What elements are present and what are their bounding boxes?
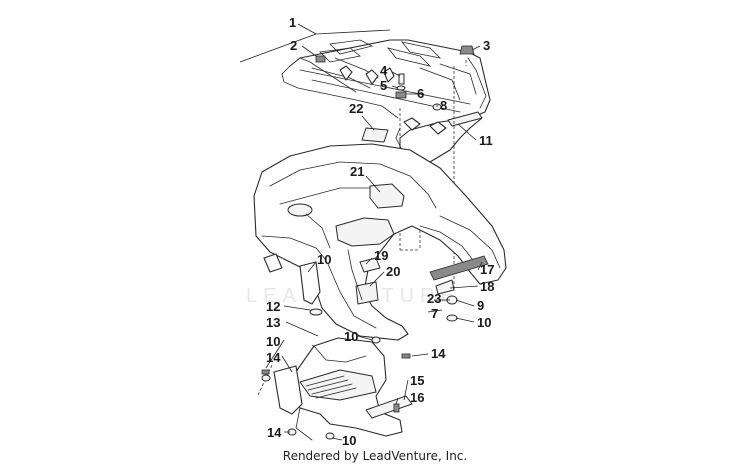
- callout-13: 13: [266, 315, 280, 330]
- callout-21: 21: [350, 164, 364, 179]
- callout-12: 12: [266, 299, 280, 314]
- callout-2: 2: [290, 38, 297, 53]
- rear-rack: [281, 39, 491, 163]
- callout-5: 5: [380, 78, 387, 93]
- hardware-top: [315, 45, 475, 143]
- callout-10: 10: [266, 334, 280, 349]
- callout-18: 18: [480, 279, 494, 294]
- callout-14: 14: [431, 346, 446, 361]
- callout-17: 17: [480, 262, 494, 277]
- callout-10: 10: [317, 252, 331, 267]
- callout-23: 23: [427, 291, 441, 306]
- callout-11: 11: [479, 133, 493, 148]
- footwell: [273, 337, 413, 441]
- rear-fender: [253, 143, 507, 341]
- leader-lines: [239, 23, 483, 441]
- callout-10: 10: [344, 329, 358, 344]
- hardware-bottom: [261, 369, 400, 440]
- callout-15: 15: [410, 373, 424, 388]
- hardware-mid: [309, 295, 458, 359]
- callout-9: 9: [477, 298, 484, 313]
- callout-8: 8: [440, 98, 447, 113]
- callout-1: 1: [289, 15, 296, 30]
- callout-20: 20: [386, 264, 400, 279]
- callout-6: 6: [417, 86, 424, 101]
- callout-22: 22: [349, 101, 363, 116]
- callout-16: 16: [410, 390, 424, 405]
- footer-credit: Rendered by LeadVenture, Inc.: [282, 449, 468, 463]
- callouts: 1 2 3 4 5 6 8 11 22 21 10 19 20 17 18 23…: [266, 15, 494, 448]
- callout-3: 3: [483, 38, 490, 53]
- callout-4: 4: [380, 63, 388, 78]
- callout-14: 14: [267, 425, 282, 440]
- callout-10: 10: [477, 315, 491, 330]
- callout-10: 10: [342, 433, 356, 448]
- callout-7: 7: [431, 306, 438, 321]
- callout-19: 19: [374, 248, 388, 263]
- callout-14: 14: [266, 350, 281, 365]
